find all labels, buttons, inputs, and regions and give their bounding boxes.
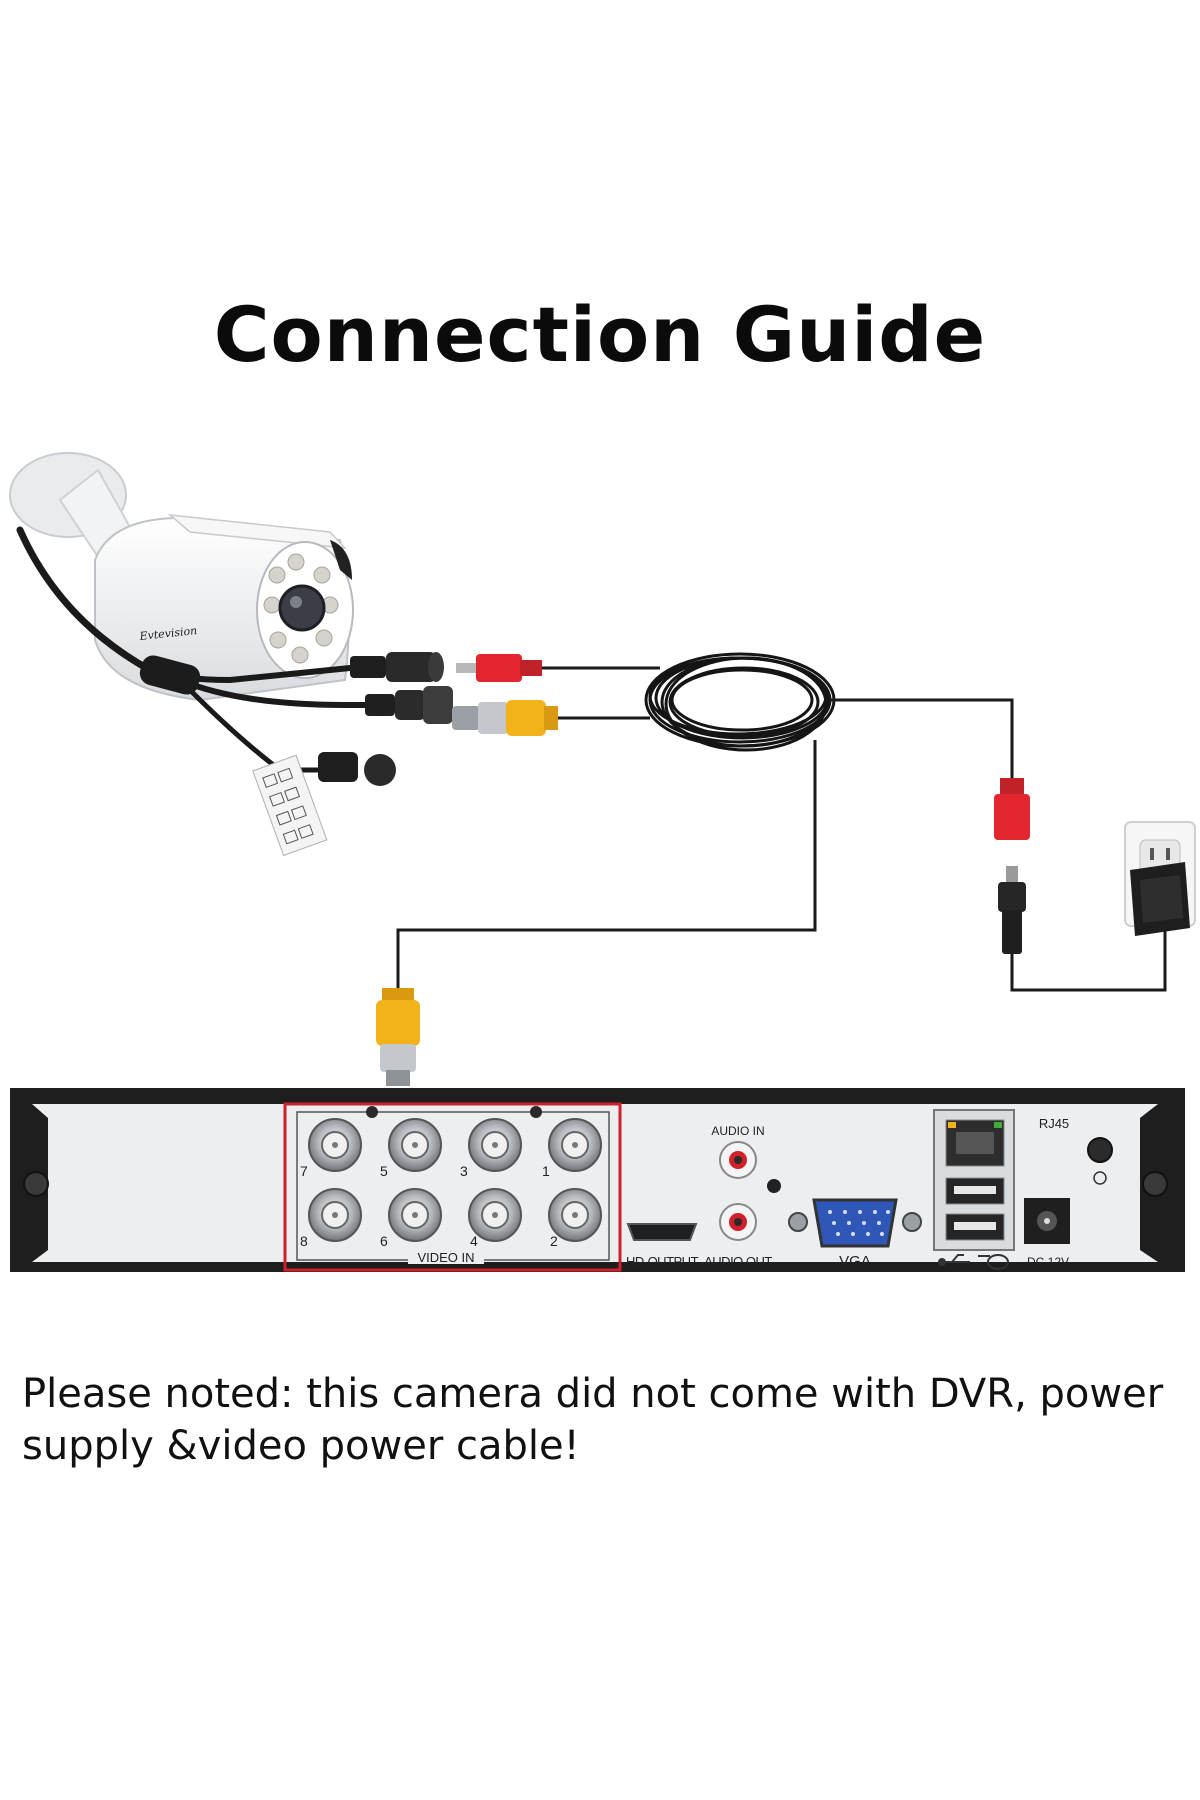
mouse-icon	[978, 1254, 1009, 1270]
usb-port	[945, 1177, 1005, 1205]
audio-out-port	[719, 1203, 757, 1241]
extension-bnc-plug	[452, 700, 558, 736]
lens-glare	[290, 596, 302, 608]
bullet-camera: Evtevision	[9, 452, 354, 702]
channel-number: 8	[300, 1233, 308, 1249]
audio-in-label: AUDIO IN	[711, 1124, 764, 1138]
hdmi-port	[626, 1223, 698, 1241]
bnc-port	[388, 1188, 442, 1242]
rj45-label: RJ45	[1039, 1116, 1069, 1131]
panel-screw	[767, 1179, 781, 1193]
video-in-label: VIDEO IN	[417, 1250, 474, 1265]
channel-number: 3	[460, 1163, 468, 1179]
camera-hood-tip	[330, 540, 352, 580]
vga-label: VGA	[839, 1253, 871, 1270]
dc-12v-label: DC 12V	[1027, 1255, 1069, 1269]
coiled-cable	[644, 652, 836, 752]
video-in-ports	[308, 1118, 602, 1242]
channel-number: 4	[470, 1233, 478, 1249]
camera-tag	[252, 754, 328, 857]
channel-number: 5	[380, 1163, 388, 1179]
ir-led-ring	[263, 553, 339, 664]
bnc-port	[308, 1188, 362, 1242]
hd-output-label: HD-OUTPUT	[626, 1254, 699, 1269]
disclaimer-note: Please noted: this camera did not come w…	[22, 1371, 1164, 1469]
bnc-port	[388, 1118, 442, 1172]
vga-port	[788, 1198, 922, 1248]
power-extension-female	[994, 778, 1030, 840]
waterproof-cap	[318, 752, 396, 786]
channel-number: 6	[380, 1233, 388, 1249]
panel-screw	[366, 1106, 378, 1118]
power-adapter	[1130, 862, 1190, 936]
screw-left	[23, 1171, 49, 1197]
screw-right	[1142, 1171, 1168, 1197]
channel-number: 7	[300, 1163, 308, 1179]
bnc-port	[468, 1188, 522, 1242]
extension-power-plug	[456, 654, 542, 682]
camera-brand: Evtevision	[138, 624, 198, 643]
cable-splitter	[139, 655, 201, 695]
page-title: Connection Guide	[213, 290, 987, 379]
usb-port	[945, 1213, 1005, 1241]
extension-cable-lines	[542, 666, 660, 720]
bnc-port	[468, 1118, 522, 1172]
channel-number: 2	[550, 1233, 558, 1249]
dvr-bnc-plug	[376, 988, 420, 1086]
camera-lens	[278, 584, 326, 632]
rj45-port	[945, 1119, 1005, 1167]
video-lead-line	[396, 740, 817, 990]
bnc-port	[548, 1118, 602, 1172]
camera-sunshield	[167, 513, 347, 549]
audio-out-label: AUDIO OUT	[704, 1254, 772, 1269]
bnc-port	[308, 1118, 362, 1172]
adapter-plug	[998, 866, 1026, 954]
panel-screw	[530, 1106, 542, 1118]
camera-bnc-connector	[365, 686, 453, 724]
power-lead-line	[830, 698, 1014, 780]
channel-number: 1	[542, 1163, 550, 1179]
adapter-cable-line	[1010, 930, 1167, 992]
video-in-highlight	[283, 1102, 622, 1272]
ground-screw	[1087, 1137, 1113, 1185]
audio-in-port	[719, 1141, 757, 1179]
dc-power-jack	[1024, 1198, 1070, 1244]
bnc-port	[548, 1188, 602, 1242]
camera-power-connector	[350, 652, 444, 682]
usb-icon	[938, 1254, 970, 1266]
